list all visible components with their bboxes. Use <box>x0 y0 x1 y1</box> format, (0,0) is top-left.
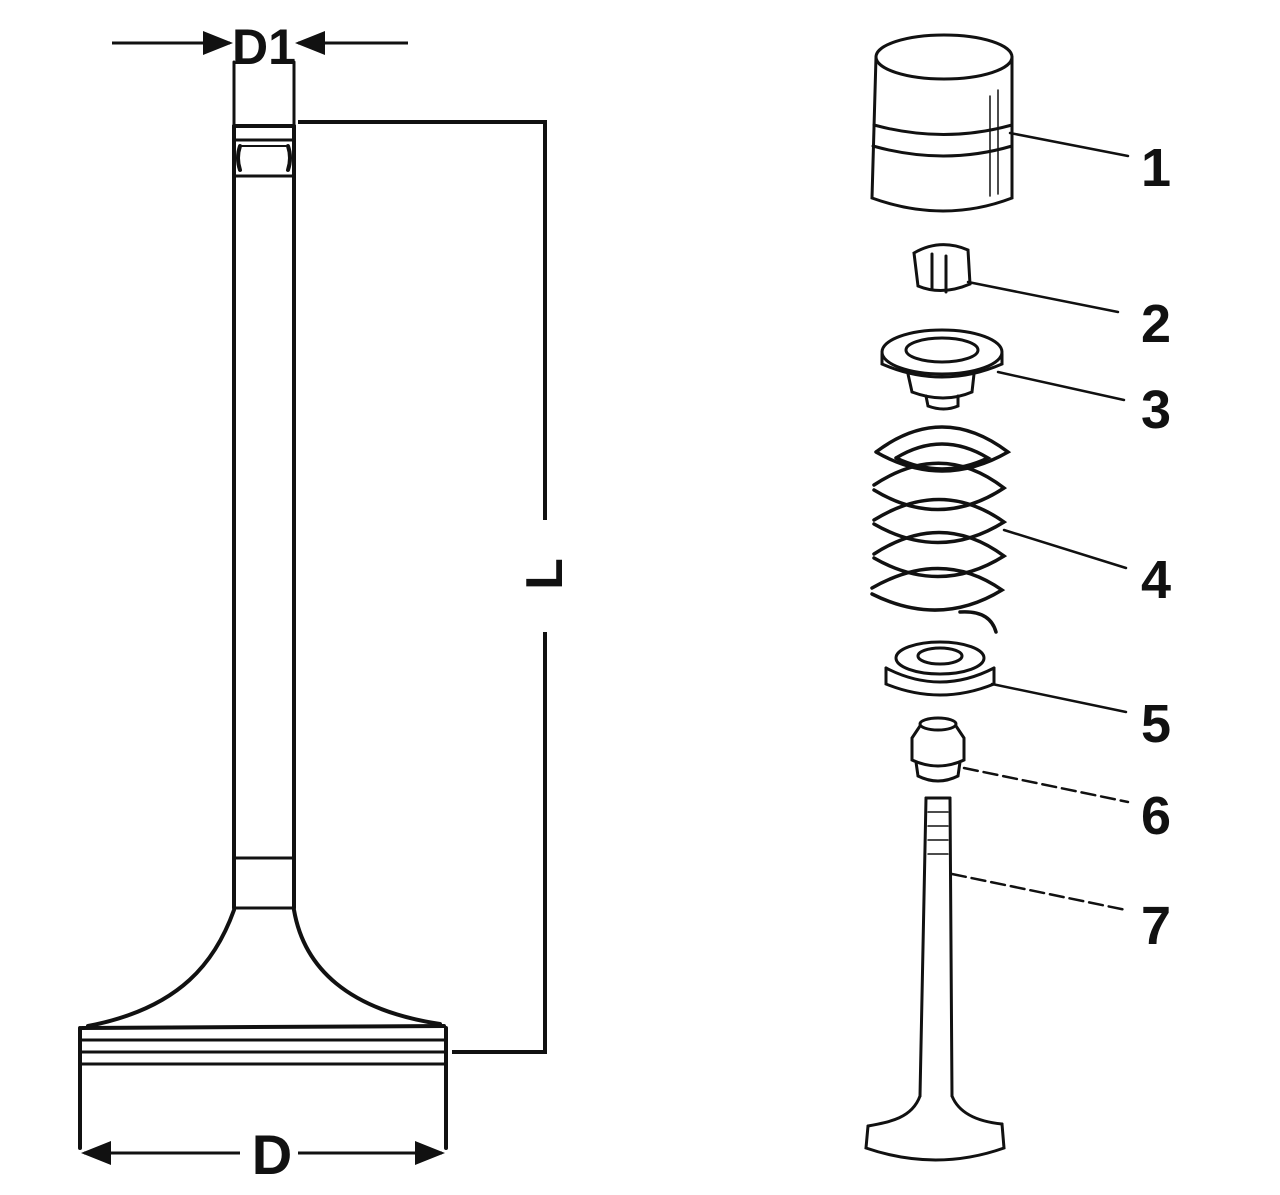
collets-part <box>912 243 972 294</box>
valve-part <box>864 796 1006 1162</box>
stem-seal-part <box>910 716 966 783</box>
callout-7: 7 <box>1141 896 1171 956</box>
tappet-part <box>870 33 1014 213</box>
dimensioned-valve <box>78 60 448 1150</box>
lower-seat-part <box>884 640 996 697</box>
callout-2: 2 <box>1141 294 1171 354</box>
callout-3: 3 <box>1141 380 1171 440</box>
valve-spring-part <box>870 425 1012 634</box>
callout-6: 6 <box>1141 786 1171 846</box>
callout-labels: 1 2 3 4 5 6 7 <box>1141 138 1171 956</box>
leader-lines <box>950 131 1130 912</box>
d-label: D <box>252 1123 292 1186</box>
callout-5: 5 <box>1141 694 1171 754</box>
callout-4: 4 <box>1141 550 1171 610</box>
callout-1: 1 <box>1141 138 1171 198</box>
l-label: L <box>516 558 574 590</box>
d1-label: D1 <box>232 19 296 75</box>
upper-retainer-part <box>880 328 1004 411</box>
l-dimension <box>298 120 547 1054</box>
